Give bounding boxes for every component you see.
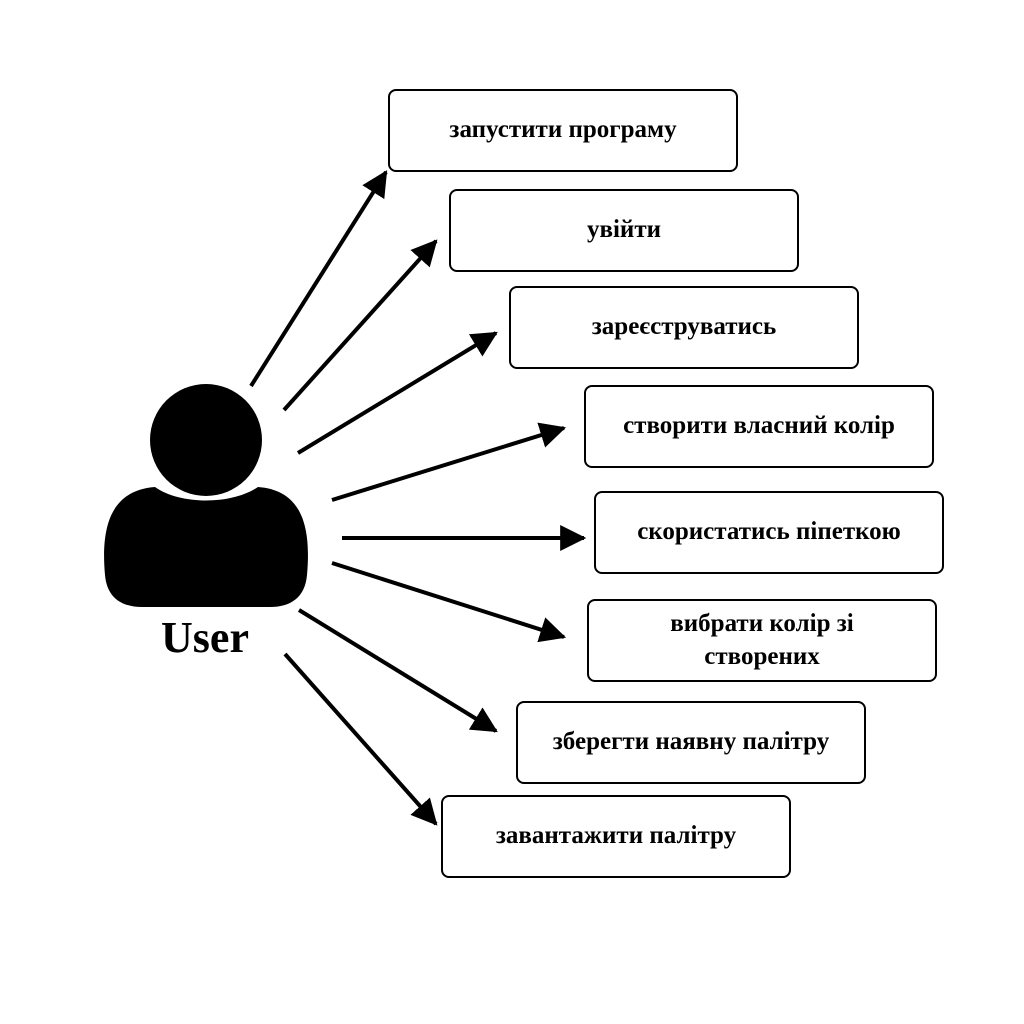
arrow-login [282,239,438,412]
arrow-load-palette [283,652,438,826]
use-case-label: створити власний колір [623,412,895,440]
arrow-pick-color [331,561,567,643]
actor-label: User [161,613,249,662]
use-case-label: скористатись піпеткою [637,518,901,546]
arrow-save-palette [297,608,498,733]
use-case-label: вибрати колір зі створених [670,610,854,670]
use-case-label: зберегти наявну палітру [552,728,830,756]
use-case-login: увійти [449,189,799,272]
use-case-register: зареєструватись [509,286,859,369]
arrow-register [296,331,498,455]
use-case-label: запустити програму [449,116,677,144]
user-silhouette-icon [104,384,308,607]
use-case-label: увійти [586,216,662,244]
arrow-launch [249,170,388,388]
use-case-label: завантажити палітру [495,822,737,850]
use-case-label: зареєструватись [591,313,777,341]
use-case-pick-color: вибрати колір зі створених [587,599,937,682]
use-case-save-palette: зберегти наявну палітру [516,701,866,784]
use-case-eyedropper: скористатись піпеткою [594,491,944,574]
arrow-create-color [331,422,567,502]
use-case-load-palette: завантажити палітру [441,795,791,878]
use-case-create-color: створити власний колір [584,385,934,468]
use-case-launch: запустити програму [388,89,738,172]
